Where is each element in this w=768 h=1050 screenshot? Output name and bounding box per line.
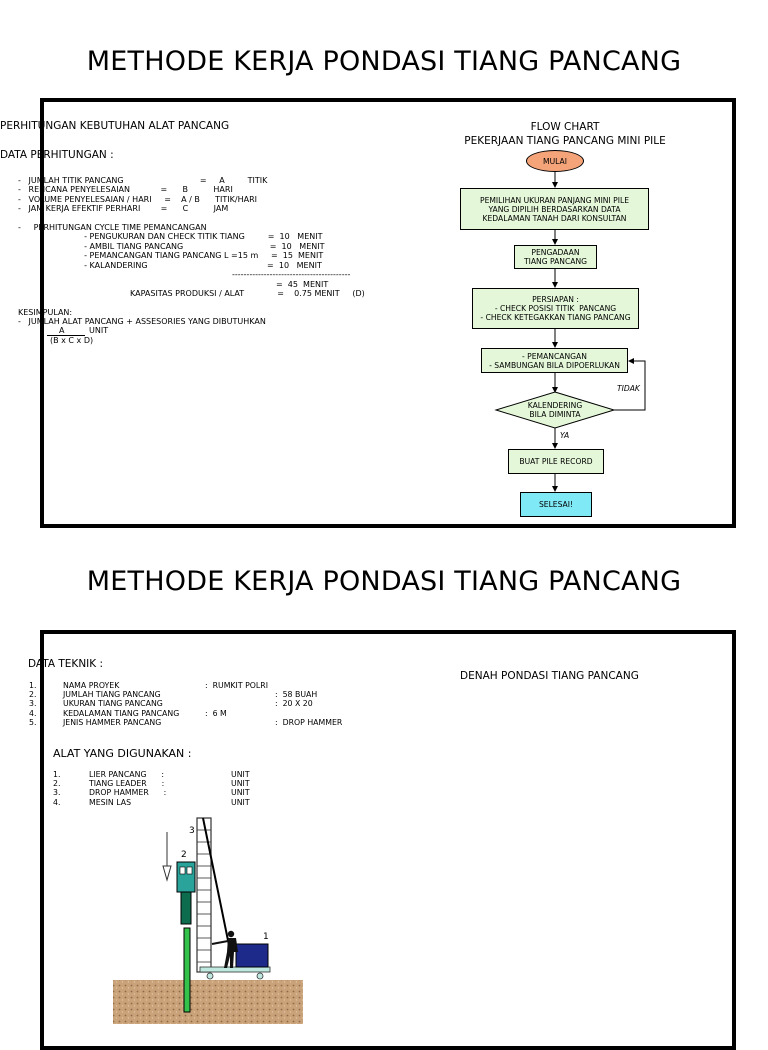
ground-soil (113, 980, 303, 1024)
step-pemilihan: PEMILIHAN UKURAN PANJANG MINI PILE YANG … (460, 188, 649, 230)
drop-hammer (176, 861, 196, 925)
cycle-item: - KALANDERING = 10 MENIT (18, 260, 322, 270)
calc-data-item: - VOLUME PENYELESAIAN / HARI = A / B TIT… (18, 194, 258, 204)
formula-denominator: (B x C x D) (50, 336, 94, 345)
leader-tower (196, 817, 233, 973)
calc-heading: PERHITUNGAN KEBUTUHAN ALAT PANCANG (0, 120, 230, 132)
slide1-frame (40, 98, 736, 528)
formula-line (47, 335, 85, 336)
alat-list: 1.LIER PANCANG :UNIT 2.TIANG LEADER :UNI… (53, 770, 250, 807)
step-persiapan: PERSIAPAN : - CHECK POSISI TITIK PANCANG… (472, 288, 639, 329)
slide1-title: METHODE KERJA PONDASI TIANG PANCANG (86, 46, 682, 77)
data-teknik-item: 3.UKURAN TIANG PANCANG: 20 X 20 (29, 699, 313, 709)
calc-data-label: DATA PERHITUNGAN : (0, 149, 114, 161)
alat-item: 3.DROP HAMMER :UNIT (53, 788, 250, 798)
data-teknik-item: 5.JENIS HAMMER PANCANG: DROP HAMMER (29, 717, 343, 727)
cycle-item: - PENGUKURAN DAN CHECK TITIK TIANG = 10 … (18, 232, 323, 242)
formula-numerator: A (59, 326, 65, 335)
branch-no-label: TIDAK (617, 384, 640, 393)
step-pengadaan: PENGADAAN TIANG PANCANG (514, 245, 597, 269)
alat-item: 2.TIANG LEADER :UNIT (53, 779, 250, 789)
cycle-item: - PEMANCANGAN TIANG PANCANG L =15 m = 15… (18, 251, 324, 261)
mini-pile (183, 927, 191, 1013)
winch-carriage (199, 943, 271, 980)
cycle-item: - PERHITUNGAN CYCLE TIME PEMANCANGAN (18, 223, 207, 232)
label-3: 3 (189, 826, 195, 836)
step-pile-record: BUAT PILE RECORD (508, 449, 604, 474)
decision-label: KALENDERING BILA DIMINTA (527, 401, 583, 419)
kapasitas-line: KAPASITAS PRODUKSI / ALAT = 0.75 MENIT (… (130, 289, 365, 298)
arrow-down-icon (162, 832, 172, 882)
data-teknik-label: DATA TEKNIK : (28, 658, 104, 670)
cycle-dashes: ----------------------------------------… (232, 270, 351, 279)
alat-item: 1.LIER PANCANG :UNIT (53, 770, 250, 779)
data-teknik-item: 4.KEDALAMAN TIANG PANCANG: 6 M (29, 708, 227, 718)
kesimpulan-item: - JUMLAH ALAT PANCANG + ASSESORIES YANG … (18, 317, 266, 326)
calc-data-item: - JUMLAH TITIK PANCANG = A TITIK (18, 176, 268, 185)
calc-data-list: - JUMLAH TITIK PANCANG = A TITIK - RENCA… (18, 176, 267, 214)
pile-driving-illustration: 3 2 1 (113, 817, 303, 1024)
calc-data-item: - JAM KERJA EFEKTIF PERHARI = C JAM (18, 204, 229, 214)
end-box: SELESAI! (520, 492, 592, 517)
decision-diamond (494, 391, 616, 429)
denah-label: DENAH PONDASI TIANG PANCANG (460, 670, 639, 682)
alat-label: ALAT YANG DIGUNAKAN : (53, 747, 192, 760)
flowchart-connectors (494, 172, 646, 492)
cycle-total: = 45 MENIT (276, 280, 329, 289)
cycle-item: - AMBIL TIANG PANCANG = 10 MENIT (18, 241, 325, 251)
formula-unit: UNIT (89, 326, 109, 335)
calc-data-item: - RENCANA PENYELESAIAN = B HARI (18, 185, 233, 195)
branch-yes-label: YA (560, 431, 570, 440)
flowchart-title: FLOW CHART (530, 121, 600, 133)
label-1: 1 (263, 932, 269, 942)
flowchart-header: FLOW CHART PEKERJAAN TIANG PANCANG MINI … (446, 120, 684, 148)
worker-figure (211, 930, 238, 968)
step-pemancangan: - PEMANCANGAN - SAMBUNGAN BILA DIPOERLUK… (481, 348, 628, 373)
slide2-title: METHODE KERJA PONDASI TIANG PANCANG (86, 566, 682, 597)
data-teknik-item: 1.NAMA PROYEK: RUMKIT POLRI (29, 681, 268, 690)
start-terminal: MULAI (526, 150, 584, 172)
data-teknik-item: 2.JUMLAH TIANG PANCANG: 58 BUAH (29, 690, 318, 700)
data-teknik-list: 1.NAMA PROYEK: RUMKIT POLRI 2.JUMLAH TIA… (29, 681, 342, 727)
label-2: 2 (181, 850, 187, 860)
kesimpulan-label: KESIMPULAN: (18, 308, 73, 317)
cycle-list: - PERHITUNGAN CYCLE TIME PEMANCANGAN - P… (18, 223, 324, 270)
flowchart-subtitle: PEKERJAAN TIANG PANCANG MINI PILE (464, 135, 666, 147)
